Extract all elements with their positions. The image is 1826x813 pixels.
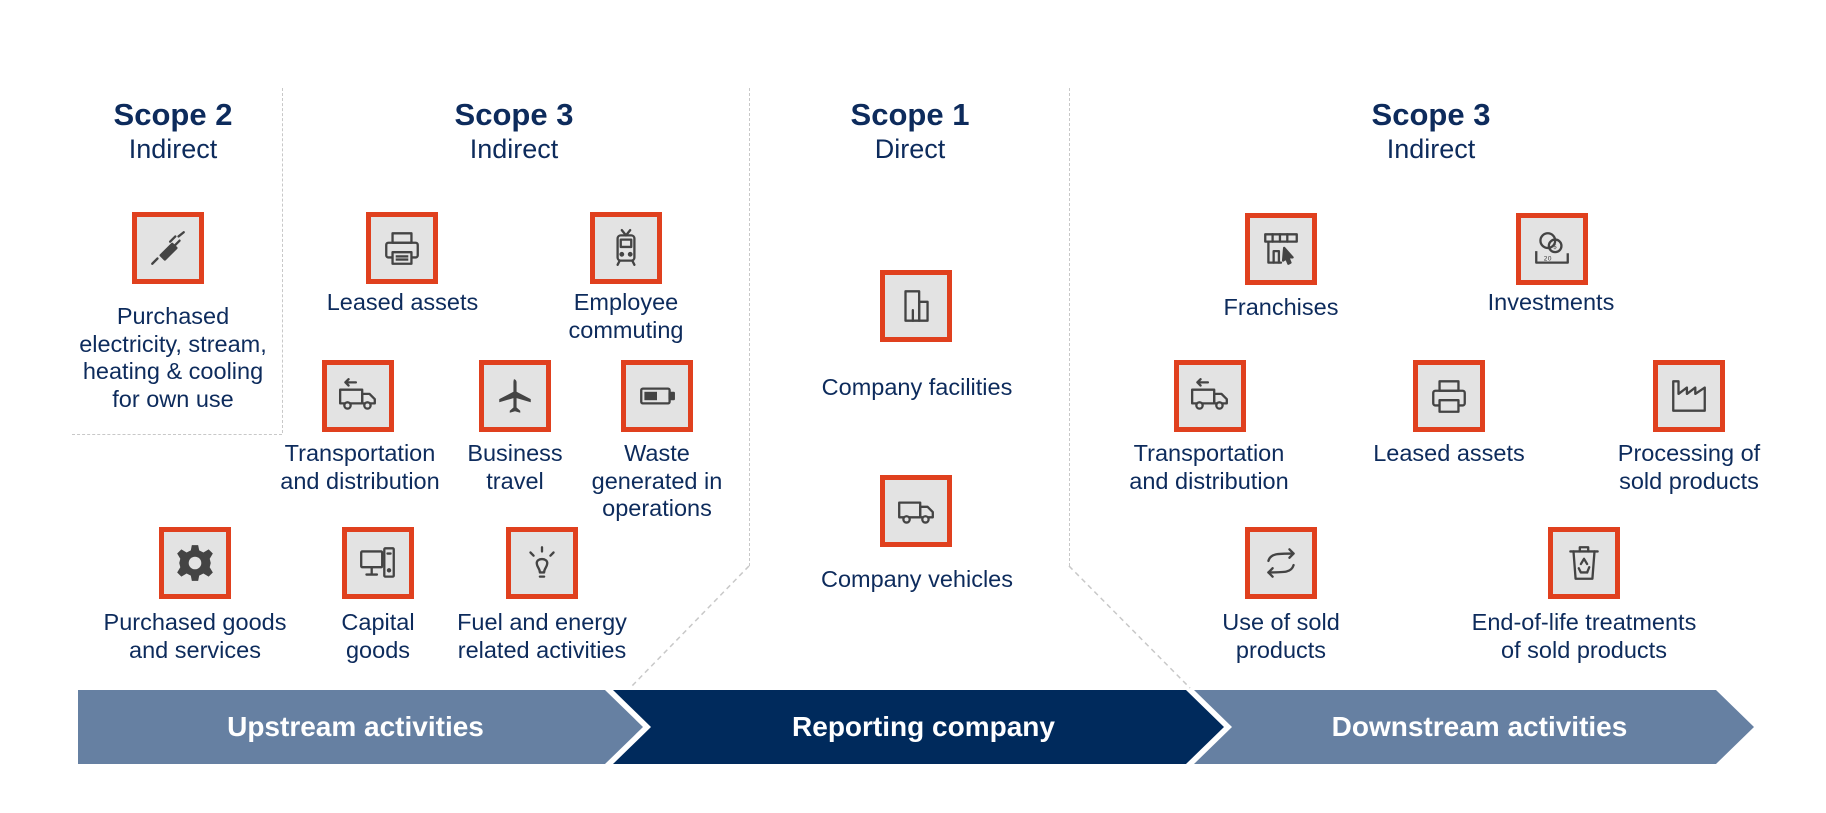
scope1-title: Scope 1 (850, 97, 970, 132)
use-sold-products-label: Use of sold products (1222, 609, 1340, 663)
scope3-upstream-subtitle: Indirect (469, 134, 559, 164)
transportation-upstream-label: Transportation and distribution (280, 440, 440, 494)
storefront-icon (1245, 213, 1317, 285)
printer-icon (366, 212, 438, 284)
recycle-bin-icon (1548, 527, 1620, 599)
investments-label: Investments (1487, 289, 1615, 315)
capital-goods-label: Capital goods (341, 609, 415, 663)
separator-scope2-scope3 (282, 88, 283, 433)
processing-label: Processing of sold products (1617, 440, 1761, 494)
exchange-arrows-icon (1245, 527, 1317, 599)
purchased-goods-label: Purchased goods and services (103, 609, 287, 663)
scope2-title: Scope 2 (113, 97, 233, 132)
delivery-truck-icon (322, 360, 394, 432)
truck-icon (880, 475, 952, 547)
fuel-energy-label: Fuel and energy related activities (457, 609, 627, 663)
leased-assets-upstream-label: Leased assets (326, 289, 479, 315)
separator-scope2-bottom (72, 434, 282, 435)
scope3-downstream-header: Scope 3 Indirect (1311, 97, 1551, 165)
waste-label: Waste generated in operations (591, 440, 723, 521)
scope3-downstream-subtitle: Indirect (1386, 134, 1476, 164)
franchises-label: Franchises (1223, 294, 1339, 320)
scope2-header: Scope 2 Indirect (53, 97, 293, 165)
leased-assets-downstream-label: Leased assets (1373, 440, 1525, 466)
svg-text:$: $ (1553, 243, 1557, 250)
scope3-upstream-header: Scope 3 Indirect (394, 97, 634, 165)
printer-icon (1413, 360, 1485, 432)
employee-commuting-label: Employee commuting (568, 289, 684, 343)
business-travel-label: Business travel (467, 440, 563, 494)
building-icon (880, 270, 952, 342)
delivery-truck-icon (1174, 360, 1246, 432)
airplane-icon (479, 360, 551, 432)
scope3-upstream-title: Scope 3 (454, 97, 574, 132)
purchased-electricity-label: Purchased electricity, stream, heating &… (79, 303, 267, 412)
downstream-banner (1194, 690, 1754, 764)
reporting-banner-label: Reporting company (792, 711, 1055, 742)
plug-icon (132, 212, 204, 284)
train-icon (590, 212, 662, 284)
computer-icon (342, 527, 414, 599)
coins-icon: $ 20 (1516, 213, 1588, 285)
battery-icon (621, 360, 693, 432)
scope2-subtitle: Indirect (128, 134, 218, 164)
svg-text:20: 20 (1544, 256, 1552, 263)
lightbulb-icon (506, 527, 578, 599)
upstream-banner-label: Upstream activities (227, 711, 484, 742)
gear-icon (159, 527, 231, 599)
scope1-header: Scope 1 Direct (790, 97, 1030, 165)
upstream-banner (78, 690, 643, 764)
reporting-banner (613, 690, 1224, 764)
downstream-banner-label: Downstream activities (1331, 711, 1628, 742)
transportation-downstream-label: Transportation and distribution (1129, 440, 1289, 494)
scope1-subtitle: Direct (874, 134, 946, 164)
company-vehicles-label: Company vehicles (820, 566, 1013, 592)
separator-upstream-reporting (749, 88, 750, 566)
scope3-downstream-title: Scope 3 (1371, 97, 1491, 132)
separator-reporting-downstream (1069, 88, 1070, 566)
company-facilities-label: Company facilities (821, 374, 1013, 400)
factory-icon (1653, 360, 1725, 432)
end-of-life-label: End-of-life treatments of sold products (1471, 609, 1697, 663)
